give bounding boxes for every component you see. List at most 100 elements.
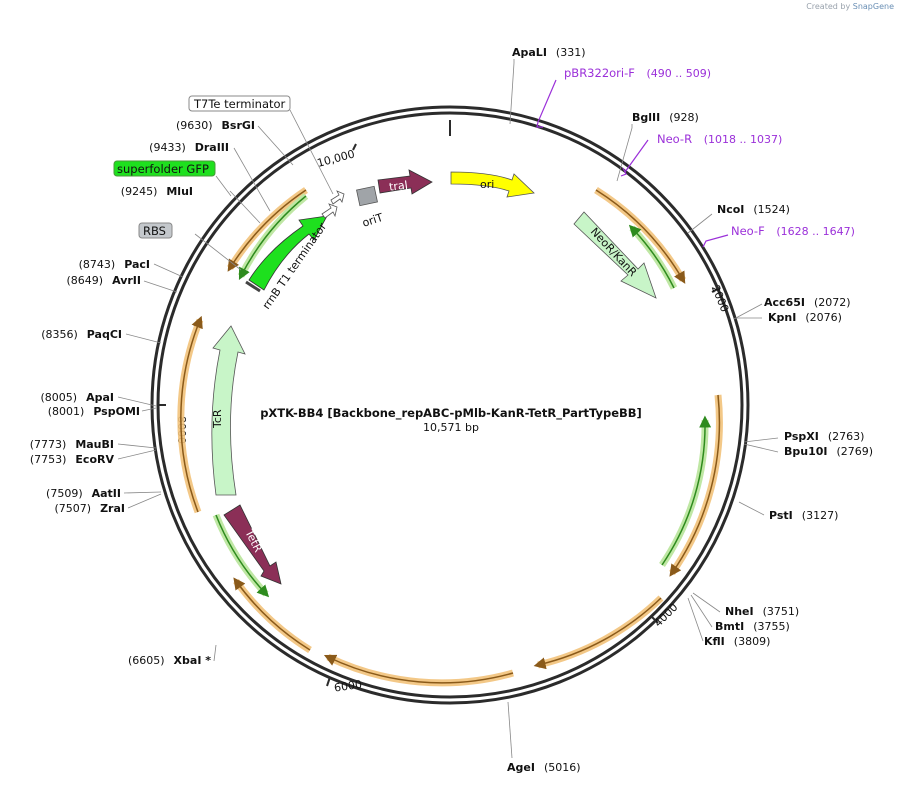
site-name-bsrgi: BsrGI	[222, 119, 255, 132]
tick-mark-6000	[326, 676, 331, 687]
site-name-bpu10i: Bpu10I	[784, 445, 828, 458]
rbs-label-box	[138, 222, 173, 239]
site-label-acc65i: Acc65I(2072)	[764, 296, 851, 309]
neor-feature-arrow	[573, 211, 657, 299]
site-name-nhei: NheI	[725, 605, 754, 618]
site-pos-xbai: (6605)	[128, 654, 165, 667]
tick-mark-2000	[711, 287, 721, 293]
site-name-kpni: KpnI	[768, 311, 796, 324]
site-label-nhei: NheI (3751)	[725, 605, 799, 618]
site-pos-bglii: (928)	[669, 111, 699, 124]
t7te-label: T7Te terminator	[193, 97, 286, 111]
site-pos-ecorv: (7753)	[30, 453, 67, 466]
plasmid-length: 10,571 bp	[423, 421, 479, 434]
backbone-inner-ring	[156, 111, 744, 699]
site-pos-paci: (8743)	[79, 258, 116, 271]
site-name-pspomi: PspOMI	[93, 405, 140, 418]
tcr-feature-arrow	[211, 325, 246, 496]
plasmid-name: pXTK-BB4 [Backbone_repABC-pMlb-KanR-TetR…	[260, 406, 642, 421]
traj-feature-arrow	[377, 169, 433, 195]
orange-feature-arcs	[177, 187, 723, 687]
site-label-xbai: (6605) XbaI *	[128, 654, 211, 667]
site-pos-bmti: (3755)	[753, 620, 790, 633]
site-label-zrai: (7507)ZraI	[55, 502, 126, 515]
site-pos-ncoi: (1524)	[753, 203, 790, 216]
primer-pbr322ori-f-name: pBR322ori-F	[564, 66, 635, 80]
tick-label-2000: 2000	[709, 283, 732, 314]
site-pos-paqci: (8356)	[41, 328, 78, 341]
t7te-label-box	[188, 95, 291, 112]
site-pos-psti: (3127)	[802, 509, 839, 522]
site-pos-apali: (331)	[556, 46, 586, 59]
site-label-pspomi: (8001)PspOMI	[48, 405, 140, 418]
site-name-mlui: MluI	[166, 185, 193, 198]
site-pos-apai: (8005)	[41, 391, 78, 404]
site-label-psti: PstI (3127)	[769, 509, 838, 522]
primer-neo-f-label: Neo-F (1628 .. 1647)	[731, 224, 855, 238]
rrnb-terminator-glyph	[321, 203, 338, 219]
site-name-ecorv: EcoRV	[75, 453, 114, 466]
site-label-bpu10i: Bpu10I (2769)	[784, 445, 873, 458]
site-name-psti: PstI	[769, 509, 793, 522]
branding-app-name: SnapGene	[852, 2, 894, 11]
traj-feature-label: traJ	[388, 178, 408, 193]
green-feature-arcs	[212, 193, 712, 598]
site-label-bglii: BglII (928)	[632, 111, 699, 124]
site-name-draiii: DraIII	[195, 141, 229, 154]
site-pos-aatii: (7509)	[46, 487, 83, 500]
site-name-acc65i: Acc65I	[764, 296, 805, 309]
sfgfp-label-box	[113, 160, 216, 177]
site-name-kfli: KflI	[704, 635, 725, 648]
primer-neo-r-label: Neo-R (1018 .. 1037)	[657, 132, 782, 146]
primer-neo-f-range: (1628 .. 1647)	[776, 225, 855, 238]
site-label-aatii: (7509)AatII	[46, 487, 121, 500]
t7te-terminator-glyph	[330, 190, 345, 205]
primer-neo-r-marker	[620, 139, 649, 177]
site-name-apai: ApaI	[86, 391, 114, 404]
site-pos-kfli: (3809)	[734, 635, 771, 648]
site-pos-kpni: (2076)	[805, 311, 842, 324]
site-label-agei: AgeI(5016)	[507, 761, 581, 774]
ori-feature-label: ori	[480, 178, 494, 191]
site-label-draiii: (9433) DraIII	[149, 141, 229, 154]
sfgfp-label: superfolder GFP	[117, 162, 209, 176]
site-label-paqci: (8356) PaqCI	[41, 328, 122, 341]
site-pos-pspxi: (2763)	[828, 430, 865, 443]
site-label-ecorv: (7753) EcoRV	[30, 453, 115, 466]
site-name-zrai: ZraI	[100, 502, 125, 515]
site-pos-maubi: (7773)	[30, 438, 67, 451]
orit-feature-label: oriT	[361, 211, 385, 230]
site-pos-draiii: (9433)	[149, 141, 186, 154]
ori-feature-arrow	[450, 171, 535, 198]
site-connector-lines	[117, 59, 779, 759]
primer-pbr322ori-f-label: pBR322ori-F (490 .. 509)	[564, 66, 711, 80]
site-name-agei: AgeI	[507, 761, 535, 774]
site-label-bsrgi: (9630)BsrGI	[176, 119, 255, 132]
site-label-kfli: KflI (3809)	[704, 635, 770, 648]
site-label-avrii: (8649)AvrII	[67, 274, 141, 287]
site-pos-nhei: (3751)	[763, 605, 800, 618]
branding-created-by: Created by	[806, 2, 851, 11]
primer-neo-r-name: Neo-R	[657, 132, 692, 146]
site-name-paqci: PaqCI	[87, 328, 122, 341]
site-label-ncoi: NcoI (1524)	[717, 203, 790, 216]
site-name-paci: PacI	[124, 258, 150, 271]
site-label-bmti: BmtI (3755)	[715, 620, 790, 633]
primer-neo-f-marker	[702, 234, 729, 248]
site-name-ncoi: NcoI	[717, 203, 744, 216]
site-label-apai: (8005) ApaI	[41, 391, 114, 404]
site-name-bglii: BglII	[632, 111, 660, 124]
primer-pbr322ori-f-range: (490 .. 509)	[647, 67, 712, 80]
site-name-xbai: XbaI *	[174, 654, 212, 667]
site-label-apali: ApaLI (331)	[512, 46, 586, 59]
neor-feature-label: NeoR/KanR	[588, 225, 640, 279]
tick-mark-10000	[352, 143, 357, 151]
rbs-feature-marker	[245, 280, 261, 293]
site-name-avrii: AvrII	[112, 274, 141, 287]
site-pos-bpu10i: (2769)	[837, 445, 874, 458]
site-label-paci: (8743) PacI	[79, 258, 150, 271]
site-name-apali: ApaLI	[512, 46, 547, 59]
site-name-maubi: MauBI	[75, 438, 114, 451]
site-name-bmti: BmtI	[715, 620, 744, 633]
